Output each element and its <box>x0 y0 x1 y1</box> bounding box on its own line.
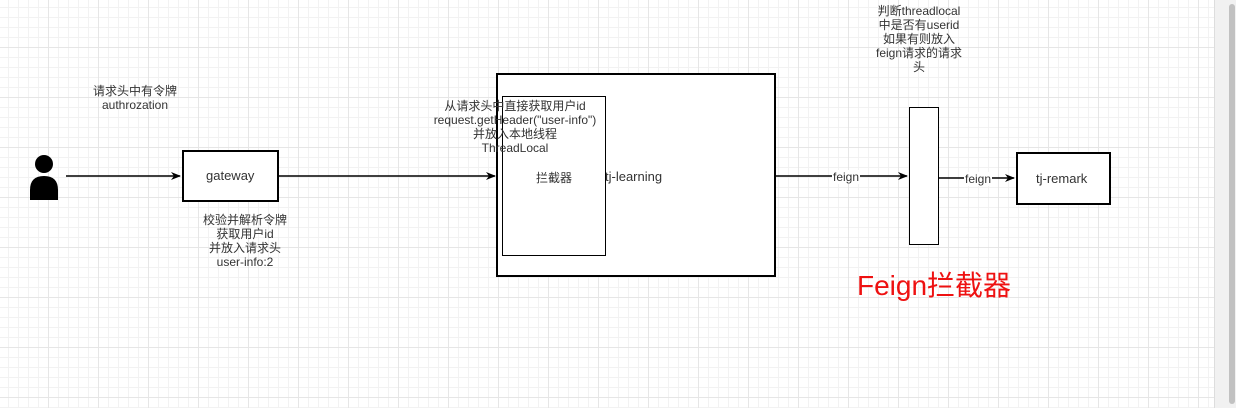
scrollbar-thumb[interactable] <box>1229 4 1235 404</box>
edge-label-feign-1: feign <box>832 170 861 184</box>
tj-learning-node[interactable] <box>496 73 776 277</box>
tj-remark-node[interactable] <box>1016 152 1111 205</box>
note-gateway: 校验并解析令牌 获取用户id 并放入请求头 user-info:2 <box>202 213 287 269</box>
gateway-label: gateway <box>206 168 255 183</box>
tj-learning-label: tj-learning <box>605 169 663 184</box>
note-request-header: 请求头中有令牌 authrozation <box>92 84 177 112</box>
feign-interceptor-title: Feign拦截器 <box>857 270 1012 301</box>
note-interceptor: 从请求头中直接获取用户id request.getHeader("user-in… <box>433 99 597 155</box>
edge-label-feign-2: feign <box>964 172 993 186</box>
interceptor-node[interactable] <box>502 96 606 256</box>
gateway-node[interactable] <box>182 150 279 202</box>
interceptor-label: 拦截器 <box>536 171 573 185</box>
note-feign-interceptor: 判断threadlocal 中是否有userid 如果有则放入 feign请求的… <box>875 4 963 74</box>
user-icon <box>30 155 58 200</box>
vertical-scrollbar[interactable] <box>1214 0 1236 408</box>
feign-interceptor-node[interactable] <box>909 107 939 245</box>
tj-remark-label: tj-remark <box>1036 171 1088 186</box>
